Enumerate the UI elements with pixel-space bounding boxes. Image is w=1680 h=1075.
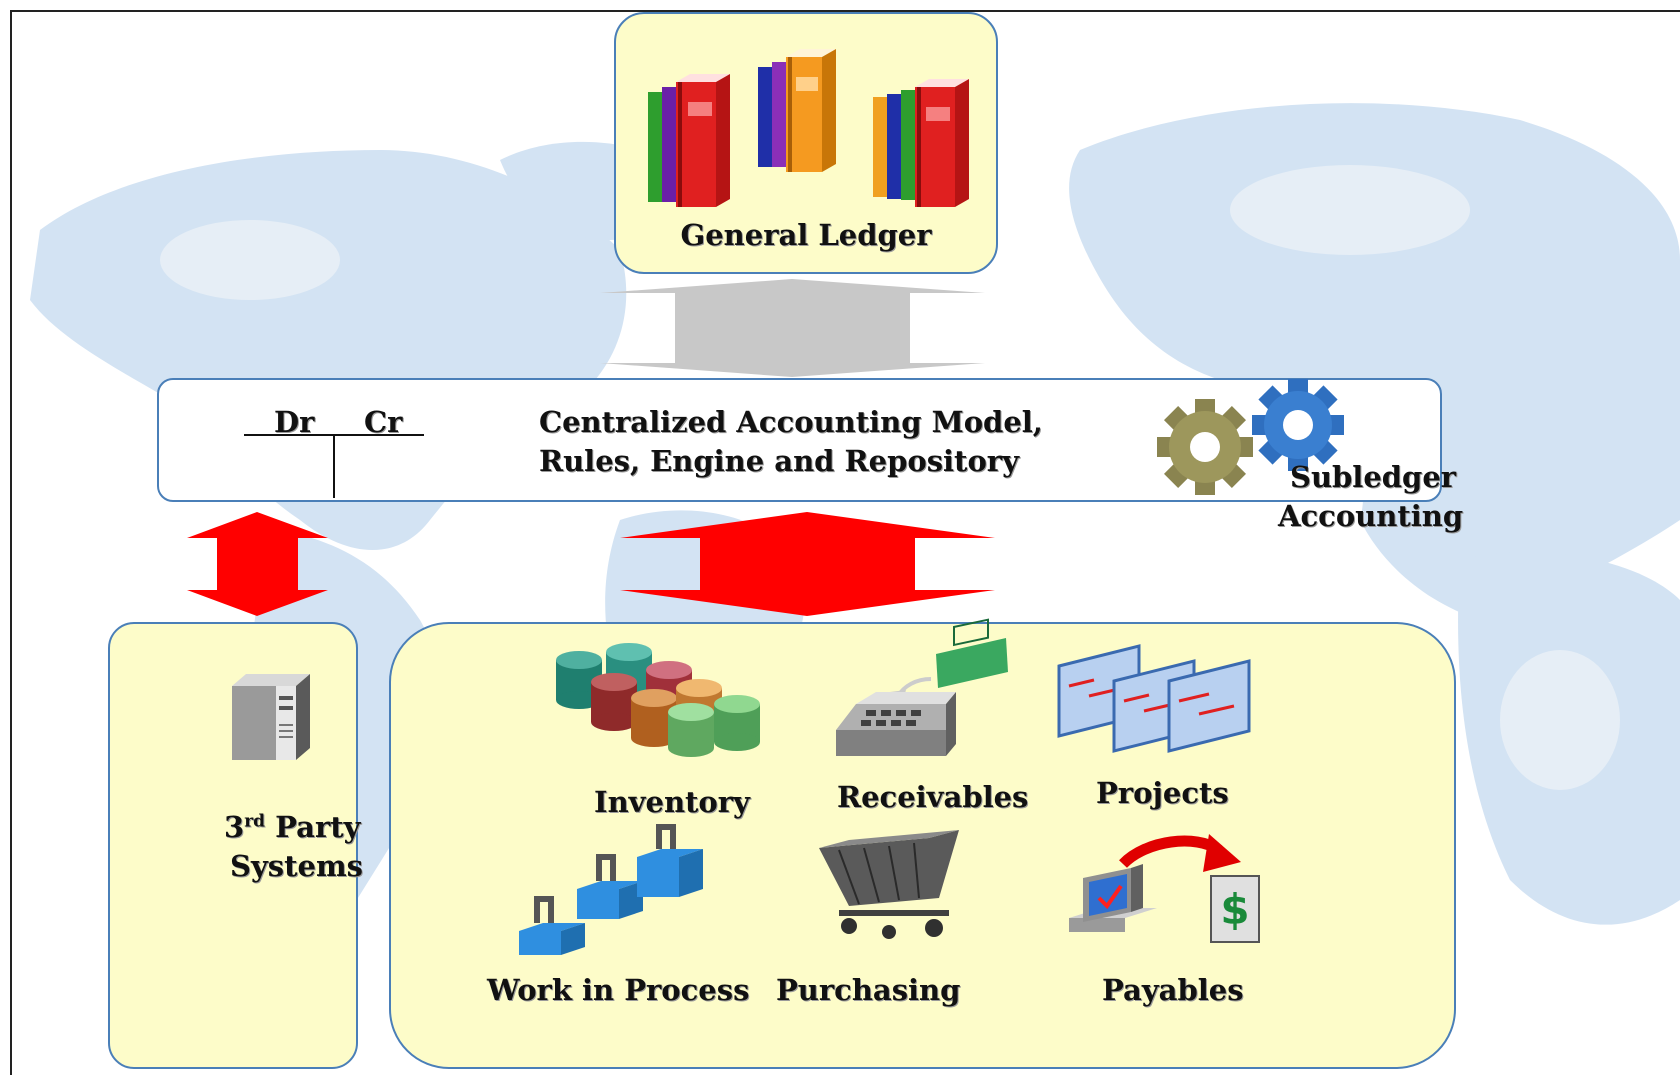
cash-register-icon [836, 618, 1008, 756]
gray-arrow-to-ledger [600, 279, 985, 377]
general-ledger-panel: General Ledger [614, 12, 998, 274]
server-icon [232, 674, 310, 760]
red-arrow-third-party [187, 512, 328, 616]
red-arrow-modules [620, 512, 995, 616]
third-party-superscript: rd [244, 811, 266, 832]
model-title-line2: Rules, Engine and Repository [539, 444, 1019, 478]
third-party-panel: 3rd Party Systems [108, 622, 363, 1069]
receivables-label: Receivables [837, 780, 1029, 814]
assembly-blocks-icon [519, 824, 703, 955]
inventory-label: Inventory [594, 785, 750, 819]
modules-panel: Inventory Receivables [389, 618, 1456, 1069]
t-account-icon [244, 434, 424, 498]
database-cylinders-icon [556, 643, 760, 757]
third-party-word: Party [265, 810, 361, 844]
outer-frame [10, 10, 1680, 1075]
gantt-sheets-icon [1057, 644, 1251, 753]
payables-label: Payables [1102, 973, 1244, 1007]
computer-dollar-icon: $ [1069, 834, 1260, 943]
svg-text:$: $ [1220, 885, 1249, 934]
subledger-label-line2: Accounting [1278, 499, 1464, 533]
model-title-line1: Centralized Accounting Model, [539, 405, 1043, 439]
third-party-line1: 3rd Party [224, 813, 360, 842]
general-ledger-label: General Ledger [680, 218, 932, 252]
gears-icon [1157, 379, 1344, 495]
shopping-cart-icon [819, 830, 959, 939]
books-icon [648, 49, 969, 207]
purchasing-label: Purchasing [776, 973, 961, 1007]
projects-label: Projects [1096, 776, 1229, 810]
credit-label: Cr [364, 405, 403, 439]
debit-label: Dr [274, 405, 315, 439]
work-in-process-label: Work in Process [487, 973, 750, 1007]
third-party-line2: Systems [230, 849, 363, 883]
subledger-label-line1: Subledger [1290, 460, 1457, 494]
third-party-number: 3 [224, 810, 245, 844]
